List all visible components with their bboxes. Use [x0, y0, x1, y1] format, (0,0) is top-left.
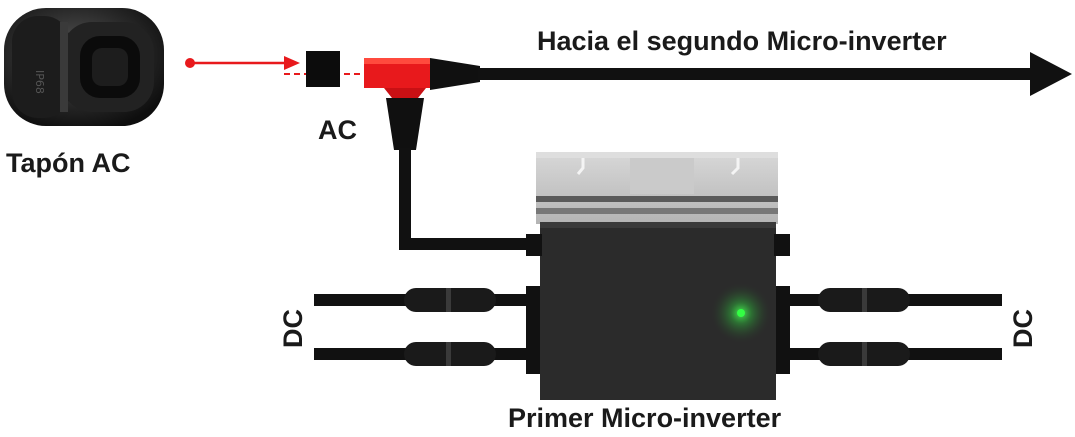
ac-connector-label: AC: [318, 115, 357, 145]
ac-cap-label: Tapón AC: [6, 148, 130, 178]
dc-cables-left: [314, 288, 528, 366]
dc-connector-icon: [404, 288, 496, 312]
dc-connector-icon: [818, 342, 910, 366]
cap-marking-text: IP68: [33, 70, 46, 94]
t-connector-icon: [364, 58, 480, 150]
dc-cables-right: [788, 288, 1002, 366]
insertion-arrow: [185, 56, 360, 75]
dc-connector-icon: [818, 288, 910, 312]
drop-cable: [399, 148, 532, 250]
micro-inverter-icon: [526, 152, 790, 400]
status-led-icon: [711, 283, 771, 343]
cable-to-second-inverter: [478, 52, 1072, 96]
first-inverter-label: Primer Micro-inverter: [508, 403, 782, 433]
to-second-inverter-label: Hacia el segundo Micro-inverter: [537, 26, 947, 56]
ac-connector-icon: [306, 51, 340, 87]
dc-left-label: DC: [278, 309, 308, 348]
ac-cap-icon: IP68: [4, 8, 164, 126]
dc-connector-icon: [404, 342, 496, 366]
dc-right-label: DC: [1008, 309, 1038, 348]
